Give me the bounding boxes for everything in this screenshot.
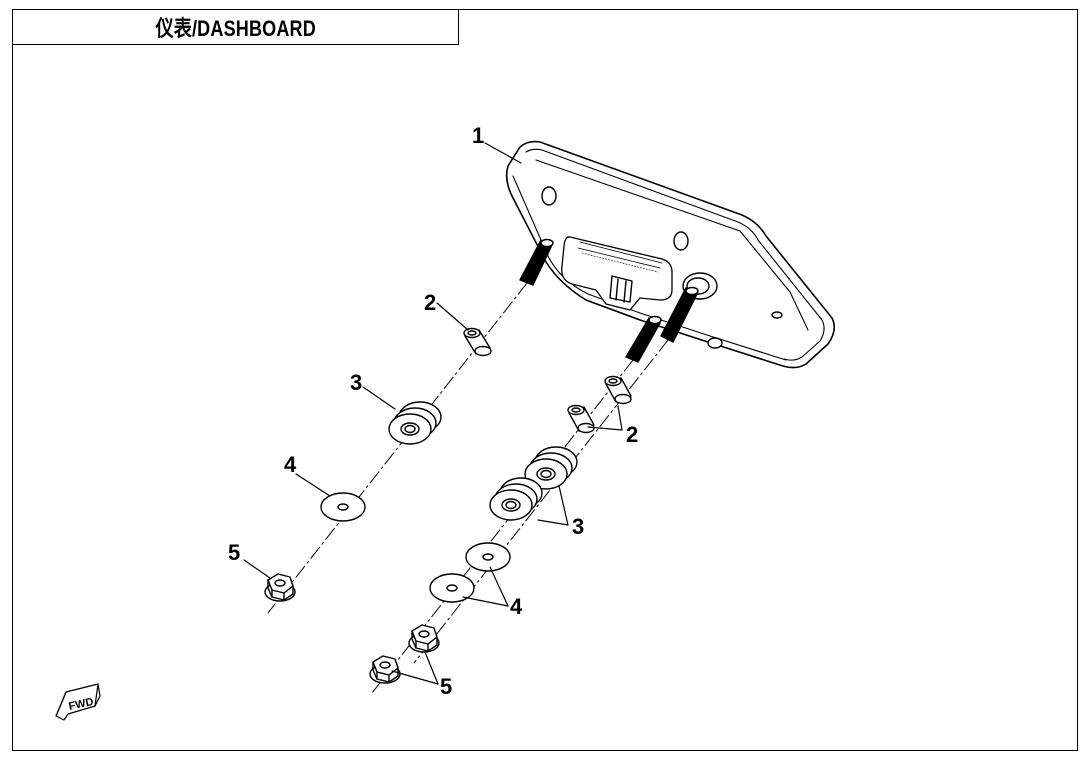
- leader-lines: [243, 142, 623, 685]
- spacer-right-lower: [567, 404, 595, 434]
- callout-part-4-single: 4: [284, 452, 297, 477]
- flange-nut-right-lower: [369, 655, 401, 684]
- dashboard-housing: [505, 140, 836, 369]
- callout-part-5-single: 5: [228, 540, 240, 565]
- washer-right-lower: [429, 573, 475, 603]
- flange-nut-left: [264, 573, 296, 602]
- washer-right-upper: [465, 542, 511, 572]
- center-lines: [267, 282, 669, 694]
- callout-part-1: 1: [472, 123, 484, 148]
- spacer-right-upper: [604, 375, 632, 405]
- title-block: 仪表/DASHBOARD: [12, 9, 459, 45]
- grommet-right-lower: [489, 477, 543, 521]
- mounting-stud-left: [519, 238, 554, 286]
- washer-left: [320, 492, 366, 522]
- callout-part-3-pair: 3: [572, 514, 584, 539]
- callout-part-5-pair: 5: [440, 674, 452, 699]
- fwd-arrow-icon: FWD: [55, 683, 101, 721]
- fwd-label: FWD: [68, 696, 95, 713]
- page-title: 仪表/DASHBOARD: [155, 16, 316, 41]
- spacer-left: [463, 327, 492, 357]
- drawing-frame: [12, 9, 1078, 751]
- grommet-left: [388, 401, 442, 445]
- mounting-stud-right-upper: [660, 286, 699, 343]
- callout-part-3-single: 3: [350, 370, 362, 395]
- callout-part-2-pair: 2: [626, 422, 638, 447]
- callout-part-2-single: 2: [424, 290, 436, 315]
- flange-nut-right-upper: [408, 624, 440, 653]
- mounting-stud-right-lower: [625, 315, 662, 363]
- callout-part-4-pair: 4: [510, 594, 523, 619]
